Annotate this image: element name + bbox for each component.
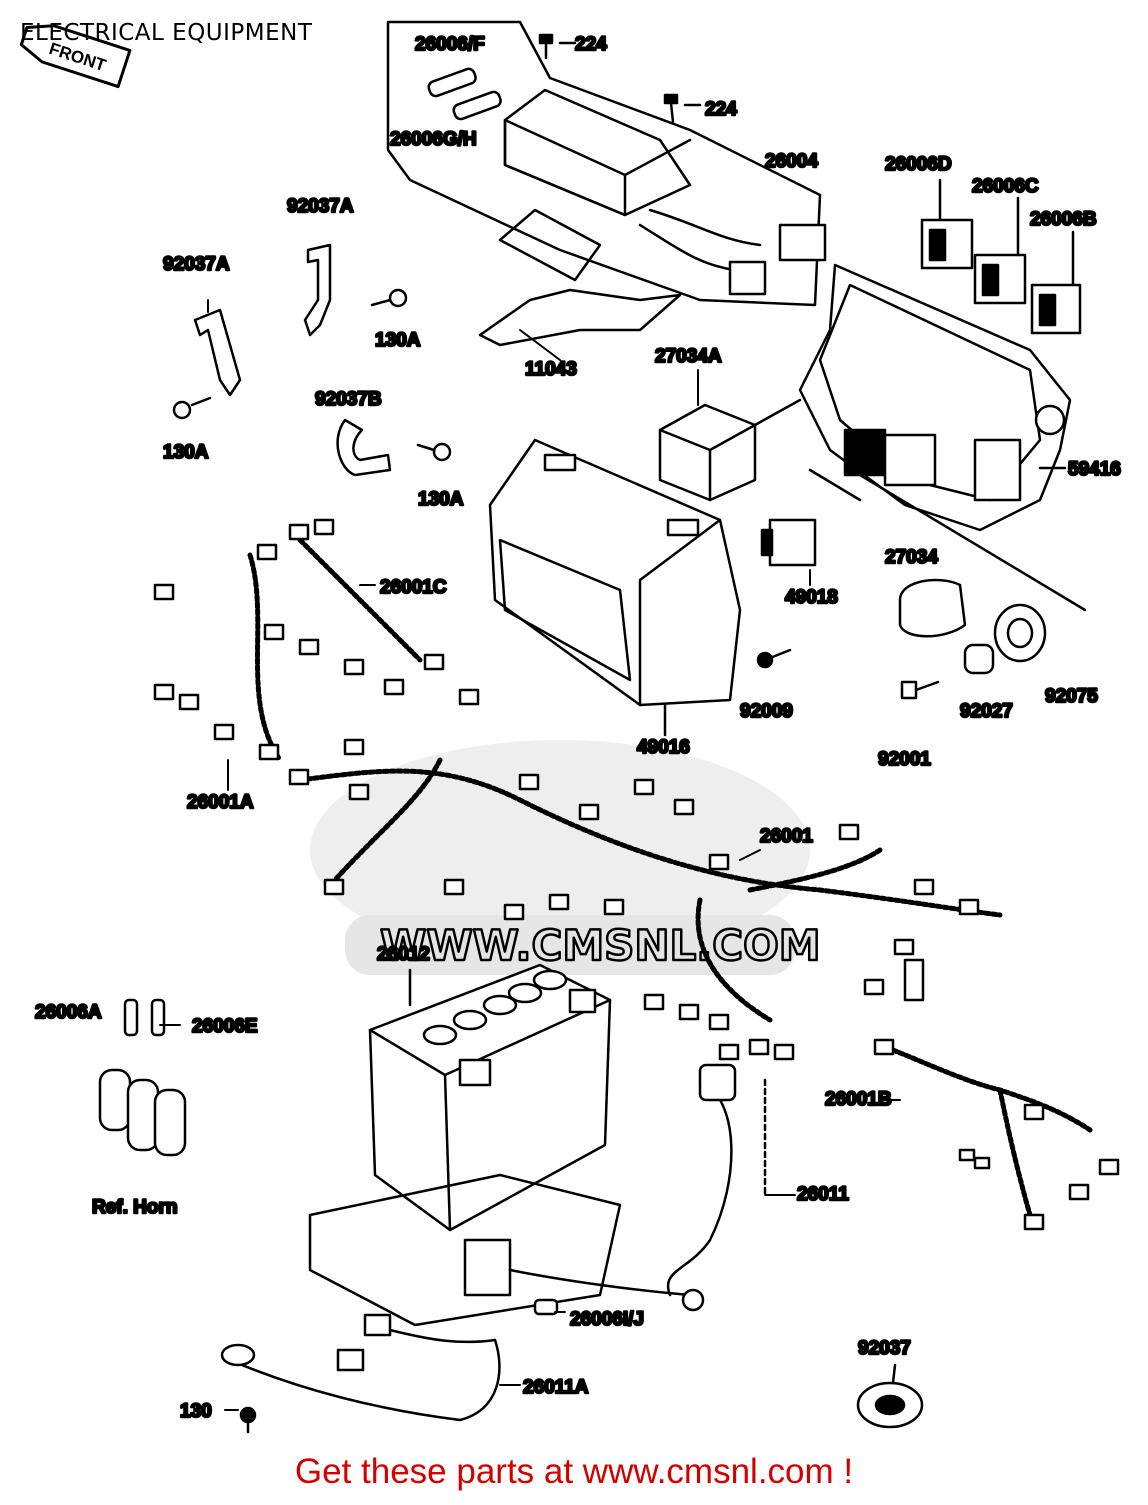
- label-224-a: 224: [575, 34, 607, 55]
- label-26006F: 26006/F: [415, 34, 485, 55]
- battery-case-49016[interactable]: [488, 438, 742, 737]
- brackets-92037[interactable]: [172, 243, 452, 477]
- label-26006IJ: 26006I/J: [570, 1309, 644, 1330]
- wiring-harness-26001[interactable]: [247, 537, 1093, 1218]
- footer-link[interactable]: Get these parts at www.cmsnl.com !: [294, 1452, 854, 1491]
- battery-26012[interactable]: [368, 963, 612, 1232]
- label-92001: 92001: [878, 749, 931, 770]
- label-130: 130: [180, 1401, 212, 1422]
- label-26001A: 26001A: [187, 792, 254, 813]
- label-92027: 92027: [960, 701, 1013, 722]
- front-arrow-badge: FRONT: [19, 24, 132, 89]
- fuse-26006F-GH[interactable]: [427, 67, 502, 121]
- label-26004: 26004: [765, 151, 818, 172]
- label-26012: 26012: [377, 944, 430, 965]
- label-26006A: 26006A: [35, 1002, 102, 1023]
- relay-27034A[interactable]: [658, 398, 802, 502]
- label-92075: 92075: [1045, 686, 1098, 707]
- label-11043: 11043: [525, 359, 577, 380]
- label-26006GH: 26006G/H: [390, 129, 477, 150]
- label-59416: 59416: [1068, 459, 1121, 480]
- screw-224[interactable]: [538, 33, 702, 124]
- label-26006B: 26006B: [1030, 209, 1097, 230]
- label-49016: 49016: [637, 737, 690, 758]
- label-92037A-2: 92037A: [163, 254, 230, 275]
- label-27034: 27034: [885, 547, 938, 568]
- watermark-text: WWW.CMSNL.COM: [380, 921, 821, 970]
- small-parts-right[interactable]: [756, 468, 1087, 700]
- junction-box-26004[interactable]: [386, 20, 827, 347]
- label-27034A: 27034A: [655, 346, 722, 367]
- label-26006E: 26006E: [192, 1016, 258, 1037]
- label-ref-horn: Ref. Horn: [92, 1197, 178, 1218]
- label-26001C: 26001C: [380, 577, 447, 598]
- fuses-26006A-E-horn[interactable]: [98, 998, 187, 1157]
- label-92037A-1: 92037A: [287, 196, 354, 217]
- label-92009: 92009: [740, 701, 793, 722]
- label-26011A: 26011A: [523, 1377, 589, 1398]
- clamp-92037[interactable]: [856, 1363, 924, 1429]
- watermark: WWW.CMSNL.COM: [310, 740, 822, 975]
- label-130A-1: 130A: [375, 330, 421, 351]
- label-26006D: 26006D: [885, 154, 952, 175]
- label-224-b: 224: [705, 99, 737, 120]
- battery-cables-26011[interactable]: [220, 1063, 767, 1434]
- label-130A-2: 130A: [163, 442, 209, 463]
- leader-lines: [159, 299, 1066, 1411]
- label-26006C: 26006C: [972, 176, 1039, 197]
- label-26001B: 26001B: [825, 1089, 892, 1110]
- label-92037: 92037: [858, 1338, 911, 1359]
- harness-connectors: [153, 518, 1120, 1231]
- label-130A-3: 130A: [418, 489, 464, 510]
- relay-26006D-C-B[interactable]: [920, 178, 1082, 335]
- relay-box-59416[interactable]: [798, 263, 1072, 532]
- label-49018: 49018: [785, 587, 838, 608]
- part-labels: 26006/F 26006G/H 224 224 26004 26006D 26…: [34, 33, 1122, 1424]
- label-92037B: 92037B: [315, 389, 382, 410]
- label-26011: 26011: [797, 1184, 849, 1205]
- page-title: ELECTRICAL EQUIPMENT: [20, 20, 313, 46]
- label-26001: 26001: [760, 826, 813, 847]
